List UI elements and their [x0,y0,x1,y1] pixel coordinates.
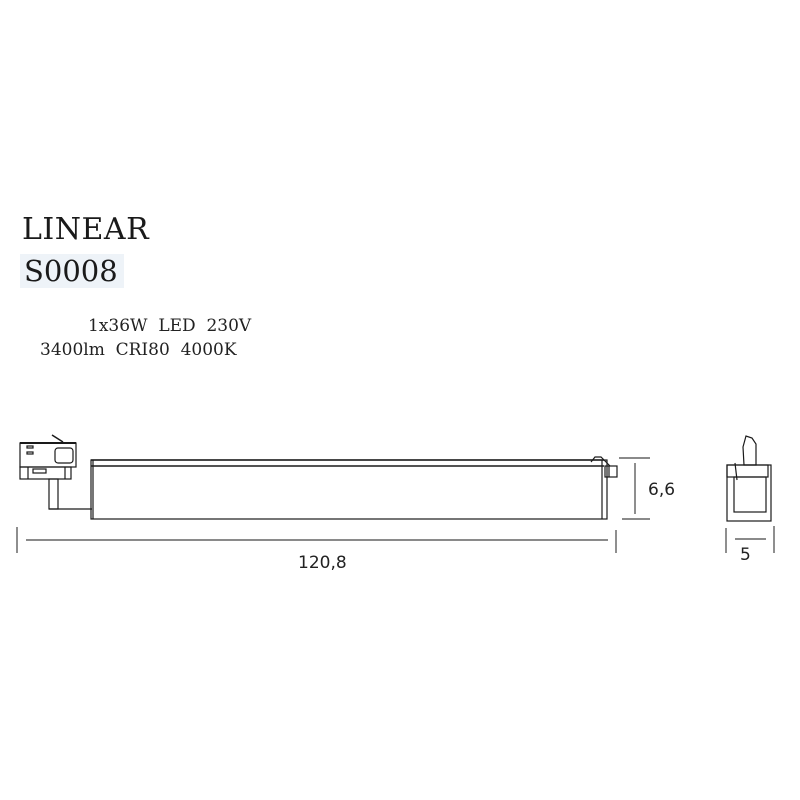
height-label: 6,6 [648,480,676,500]
luminaire-body [90,456,618,520]
product-name: LINEAR [22,212,150,247]
length-dimension-line [16,527,617,553]
width-label: 5 [740,545,751,565]
specs-line-2: 3400lm CRI80 4000K [40,340,237,360]
product-code: S0008 [20,254,124,288]
side-view [726,435,772,522]
width-dimension-line [725,526,775,553]
track-adapter-icon [19,434,92,510]
length-label: 120,8 [298,553,347,573]
height-dimension-line [619,457,650,520]
specs-line-1: 1x36W LED 230V [88,316,252,336]
